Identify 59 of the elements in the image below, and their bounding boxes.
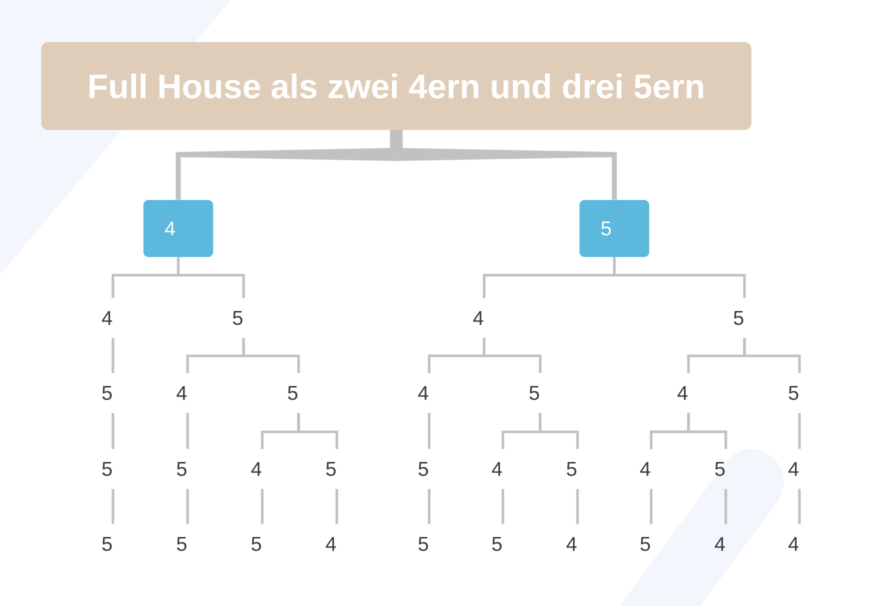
number-label: 5 [640,537,650,551]
number-label: 5 [566,462,576,476]
number-label: 4 [640,462,650,476]
connector-line [502,488,504,524]
number-label: 5 [530,386,540,400]
number-label: 5 [102,386,112,400]
number-label: 4 [788,462,799,476]
number-label: 4 [566,537,577,551]
number-label: 4 [714,537,725,551]
number-label: 5 [418,537,428,551]
number-label: 4 [102,311,112,325]
connector-line [743,338,801,373]
connector-line [297,413,338,449]
number-label: 4 [251,462,262,476]
number-label: 5 [715,462,725,476]
connector-line [176,130,399,200]
connector-line [260,488,264,524]
connector-line [576,489,579,524]
number-label: 4 [418,386,428,400]
connector-line [186,412,189,449]
number-label: 5 [492,537,502,551]
number-label: 4 [473,311,484,325]
connector-line [538,413,579,449]
connector-line [242,338,300,373]
connector-line [428,489,430,524]
number-label: 5 [326,462,336,476]
number-label: 5 [788,386,798,400]
connector-line [186,489,189,524]
connector-line [650,488,652,524]
number-label: 4 [326,537,336,551]
number-label: 4 [678,386,688,400]
number-label: 5 [734,311,744,325]
connector-line [394,130,617,200]
connector-line [428,412,430,449]
number-box: 4 [143,200,214,257]
number-box: 5 [579,200,650,257]
connector-line [112,338,114,373]
connector-line [687,412,728,449]
number-label: 5 [176,462,186,476]
number-label: 5 [252,537,262,551]
number-label: 5 [102,537,112,551]
connector-line [176,257,245,298]
connector-line [112,413,114,449]
number-label: 5 [102,462,112,476]
connector-line [798,413,801,450]
connector-line [724,489,728,524]
number-label: 4 [176,386,187,400]
number-label: 5 [176,537,186,551]
connector-line [482,338,542,373]
connector-line [336,489,338,524]
number-label: 4 [492,462,502,476]
connector-line [798,488,801,524]
connector-line [112,489,114,524]
number-label: 5 [288,386,298,400]
number-label: 5 [232,311,242,325]
number-label: 4 [788,537,799,551]
connector-line [613,257,746,298]
title-box: Full House als zwei 4ern und drei 5ern [41,42,752,130]
number-label: 5 [418,462,428,476]
